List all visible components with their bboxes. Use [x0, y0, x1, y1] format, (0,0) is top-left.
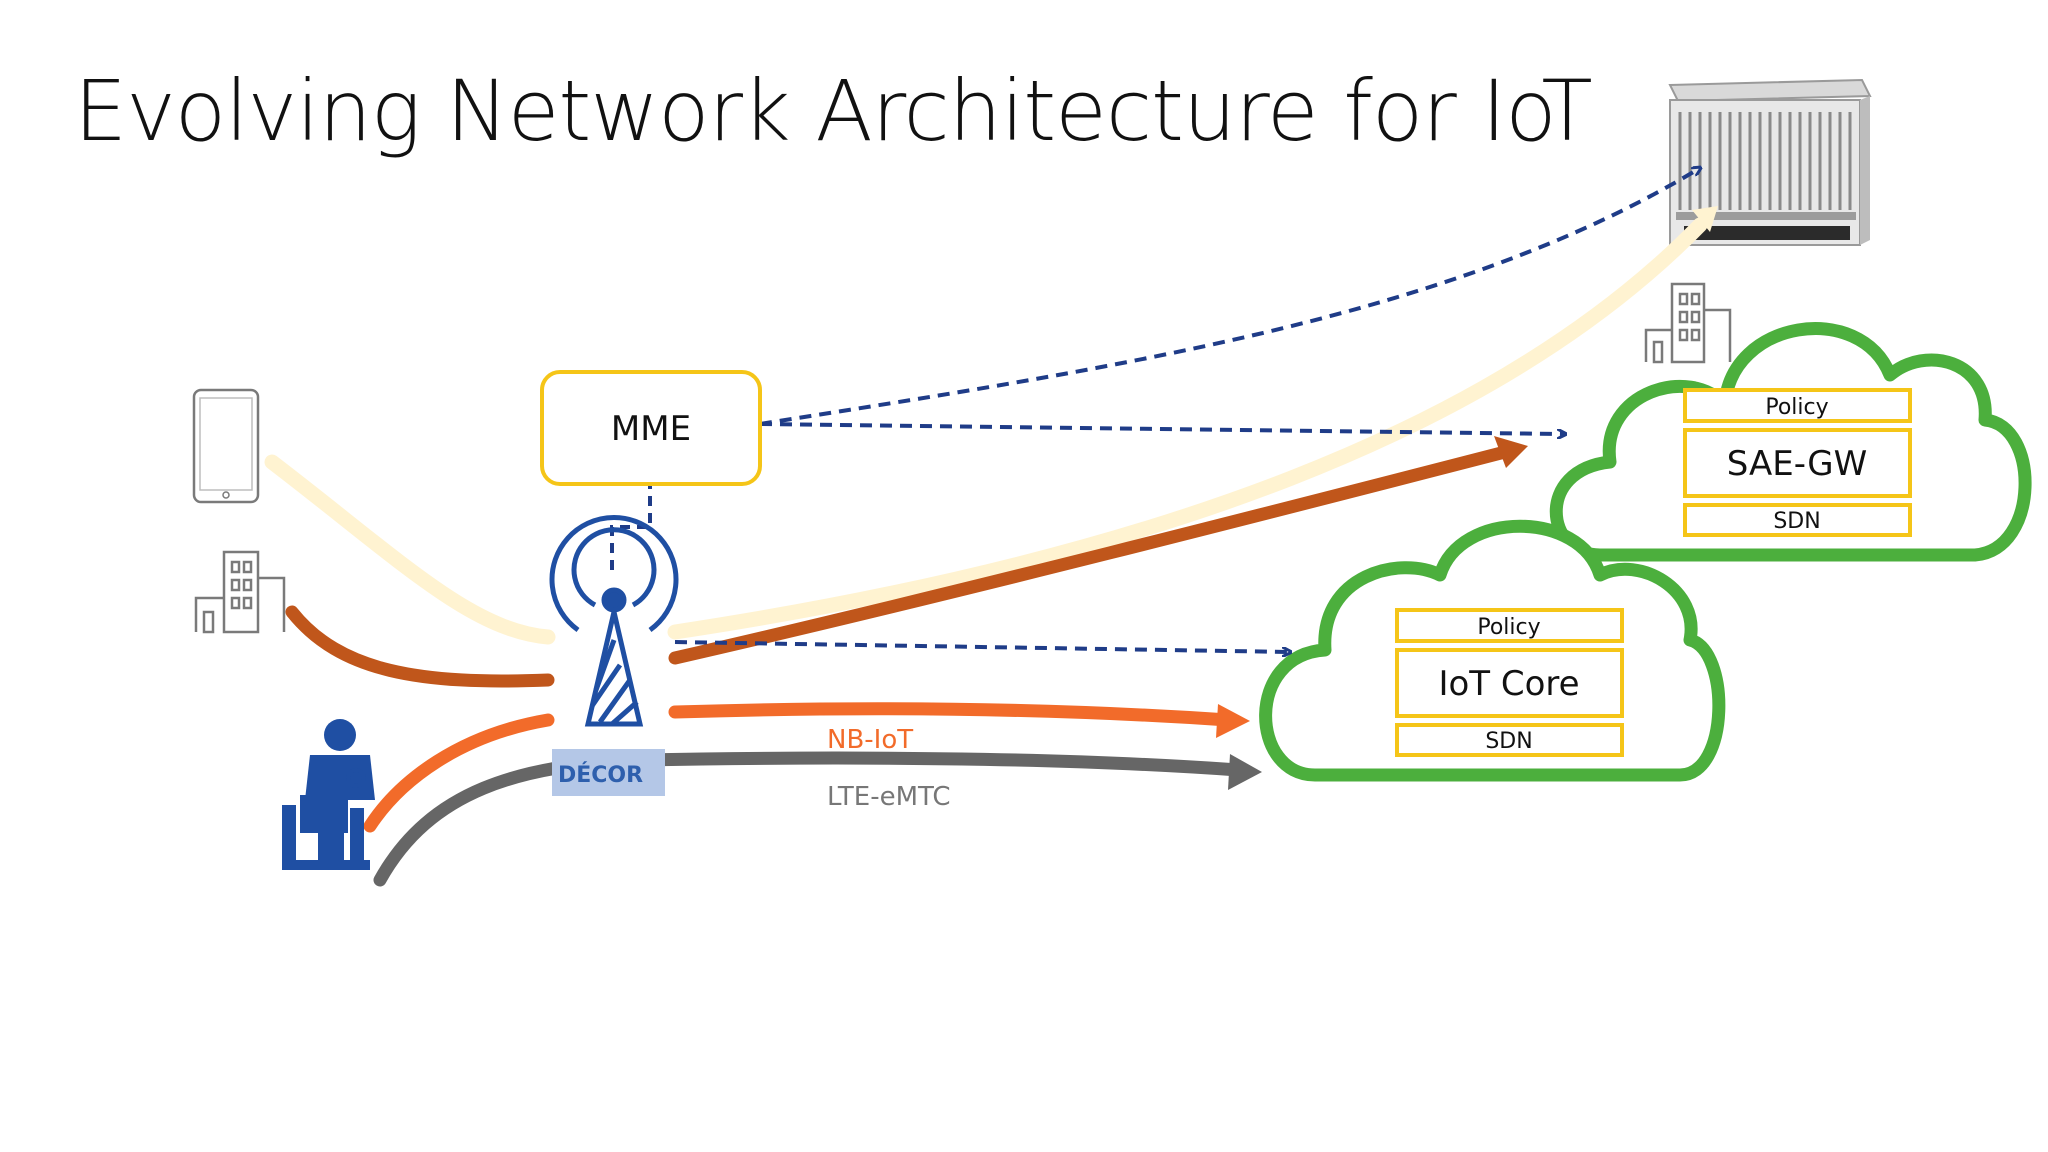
- flow-brown-arrowhead: [1494, 436, 1528, 468]
- lte-emtc-label: LTE-eMTC: [827, 782, 951, 812]
- flow-orange-arrowhead: [1216, 704, 1250, 738]
- sae-gw-stack: Policy SAE-GW SDN: [1683, 388, 1912, 537]
- flow-cream-arrowhead: [1692, 206, 1718, 232]
- flow-cream-right: [667, 217, 1708, 640]
- flow-cream-left: [264, 454, 556, 645]
- dashed-link-tower-to-iot: [674, 640, 1290, 652]
- dashed-link-tower-to-mme: [610, 484, 652, 570]
- flow-gray: [373, 751, 1245, 887]
- dashed-link-mme-to-sae: [759, 422, 1565, 434]
- iot-core-stack: Policy IoT Core SDN: [1395, 608, 1624, 757]
- tablet-icon: [192, 388, 260, 504]
- slide-title: Evolving Network Architecture for IoT: [74, 62, 1593, 160]
- iot-core-label: IoT Core: [1438, 664, 1579, 704]
- mme-node: MME: [540, 370, 762, 486]
- dashed-link-mme-to-server: [759, 168, 1700, 426]
- iot-sdn-label: SDN: [1485, 729, 1532, 754]
- nb-iot-label: NB-IoT: [827, 725, 913, 755]
- iot-policy-label: Policy: [1477, 615, 1540, 640]
- cell-tower-icon: [549, 515, 679, 727]
- flow-orange-right: [668, 702, 1235, 727]
- sae-gw-label: SAE-GW: [1727, 444, 1867, 484]
- medical-person-icon: [282, 719, 375, 870]
- office-building-icon: [1644, 282, 1732, 364]
- flow-gray-arrowhead: [1228, 754, 1262, 790]
- decor-node: DÉCOR: [552, 749, 665, 796]
- building-icon: [194, 550, 286, 634]
- sae-sdn-label: SDN: [1773, 509, 1820, 534]
- sae-policy-label: Policy: [1765, 395, 1828, 420]
- flow-orange-left: [363, 713, 555, 833]
- decor-label: DÉCOR: [558, 762, 643, 788]
- mme-label: MME: [611, 409, 691, 449]
- flow-brown-left: [285, 605, 555, 688]
- flow-brown-right: [668, 445, 1512, 665]
